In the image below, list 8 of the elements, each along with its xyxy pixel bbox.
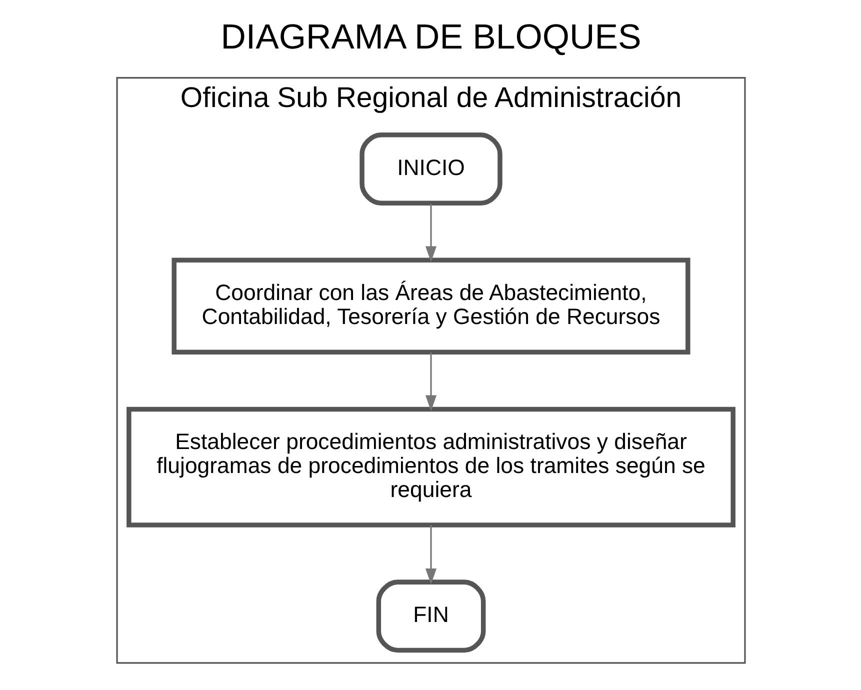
arrow <box>424 204 436 262</box>
node-box: FIN <box>376 580 486 653</box>
node-box: INICIO <box>359 132 502 206</box>
arrow <box>424 352 436 412</box>
diagram-title: DIAGRAMA DE BLOQUES <box>220 18 641 57</box>
arrow <box>424 525 436 584</box>
node-box: Coordinar con las Áreas de Abastecimiento, Contabilidad, Tesorería y Gestión de Recursos <box>171 258 690 355</box>
node-box: Establecer procedimientos administrativos y diseñar flujogramas de procedimientos de los tramites según se requiera <box>126 406 735 528</box>
